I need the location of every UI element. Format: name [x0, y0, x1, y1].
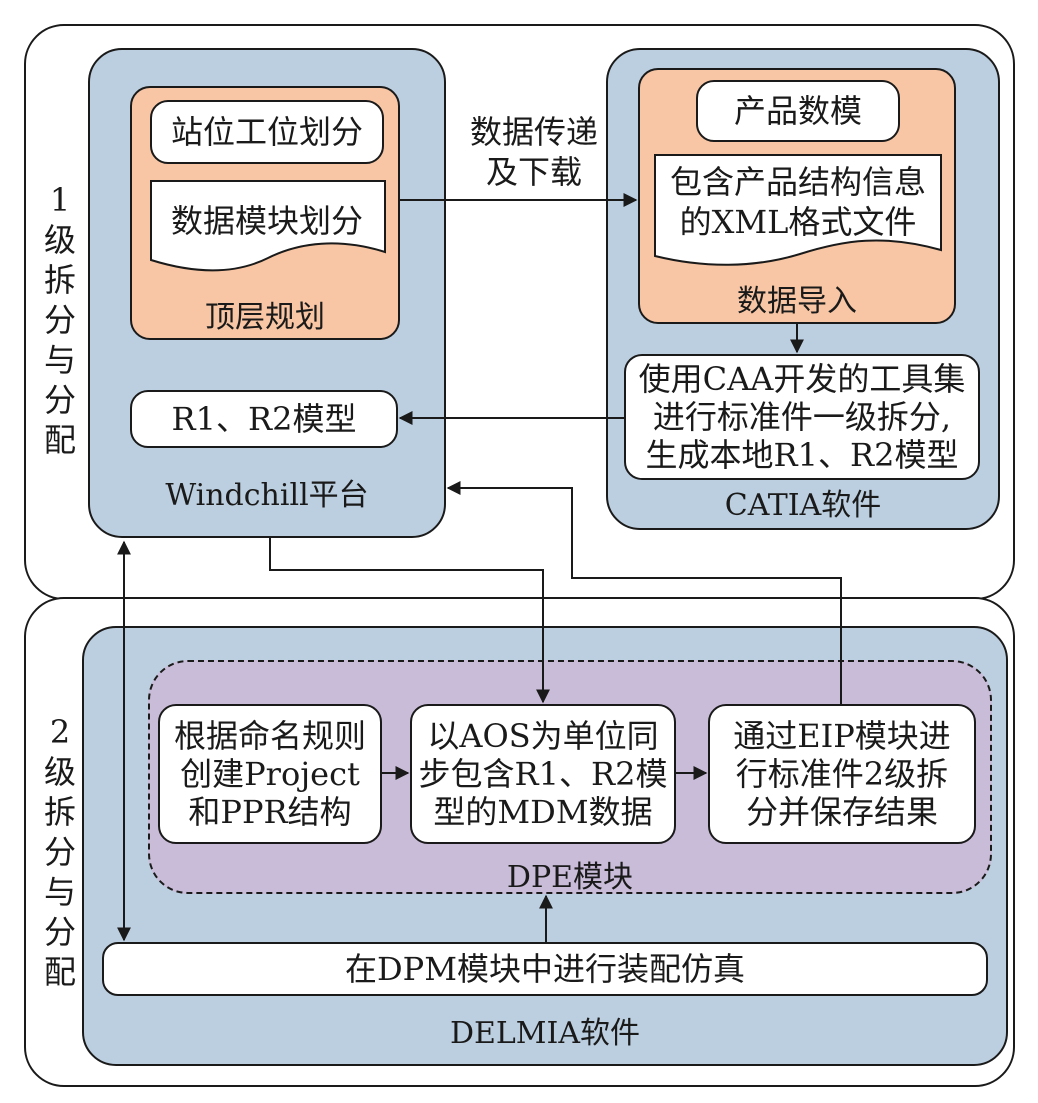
data-module-division-label: 数据模块划分 [170, 202, 363, 240]
product-model-box: 产品数模 [696, 80, 900, 142]
dpm-simulation-box: 在DPM模块中进行装配仿真 [102, 942, 988, 996]
level1-side-label: 1 级 拆 分 与 分 配 [43, 181, 76, 459]
station-division-box: 站位工位划分 [150, 100, 384, 164]
sync-mdm-box: 以AOS为单位同 步包含R1、R2模 型的MDM数据 [410, 704, 676, 844]
eip-to-windchill-arrow [446, 481, 842, 704]
dpe-module-title: DPE模块 [506, 860, 634, 895]
caa-tool-box: 使用CAA开发的工具集 进行标准件一级拆分, 生成本地R1、R2模型 [624, 354, 980, 480]
data-module-doc-shape [150, 180, 386, 272]
level2-side-label: 2 级 拆 分 与 分 配 [43, 713, 76, 991]
xml-doc-shape [654, 154, 942, 266]
windchill-to-mdm-arrow [269, 538, 550, 704]
data-import-title: 数据导入 [737, 284, 857, 319]
xml-doc-label: 包含产品结构信息 的XML格式文件 [669, 163, 926, 241]
transfer-label: 数据传递 及下载 [469, 113, 598, 191]
delmia-title: DELMIA软件 [449, 1016, 641, 1051]
eip-split-box: 通过EIP模块进 行标准件2级拆 分并保存结果 [708, 704, 976, 844]
windchill-title: Windchill平台 [165, 478, 369, 513]
r1-r2-model-box: R1、R2模型 [130, 390, 398, 448]
create-project-box: 根据命名规则 创建Project 和PPR结构 [158, 704, 382, 844]
top-planning-title: 顶层规划 [205, 300, 325, 335]
catia-title: CATIA软件 [724, 488, 882, 523]
